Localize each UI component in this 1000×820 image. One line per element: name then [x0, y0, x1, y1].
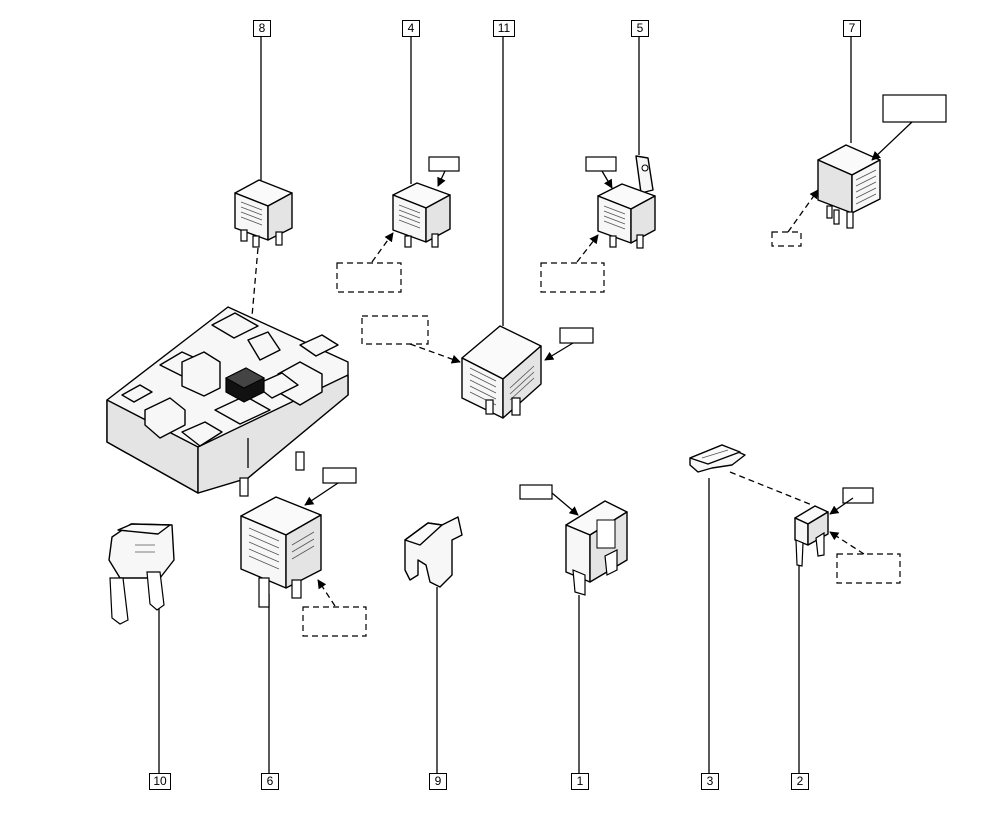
relay-7 — [771, 94, 947, 247]
callout-7: 7 — [843, 20, 861, 37]
callout-11: 11 — [493, 20, 515, 37]
callout-5: 5 — [631, 20, 649, 37]
relay-8 — [234, 179, 293, 363]
relay-4 — [336, 156, 460, 293]
fuse-puller-3 — [689, 444, 813, 506]
maxi-fuse-1 — [519, 484, 628, 596]
callout-1: 1 — [571, 773, 589, 790]
callout-6: 6 — [261, 773, 279, 790]
clip-9 — [404, 516, 463, 588]
mini-fuse-2 — [794, 487, 901, 584]
callout-10: 10 — [149, 773, 171, 790]
relay-11 — [361, 315, 594, 419]
callout-8: 8 — [253, 20, 271, 37]
maxi-fuse-10 — [108, 523, 175, 625]
relay-6 — [240, 467, 367, 637]
callout-4: 4 — [402, 20, 420, 37]
relay-5 — [540, 155, 656, 293]
leader-lines — [158, 36, 852, 773]
callout-3: 3 — [701, 773, 719, 790]
callout-9: 9 — [429, 773, 447, 790]
callout-2: 2 — [791, 773, 809, 790]
fuse-relay-box — [106, 306, 349, 497]
